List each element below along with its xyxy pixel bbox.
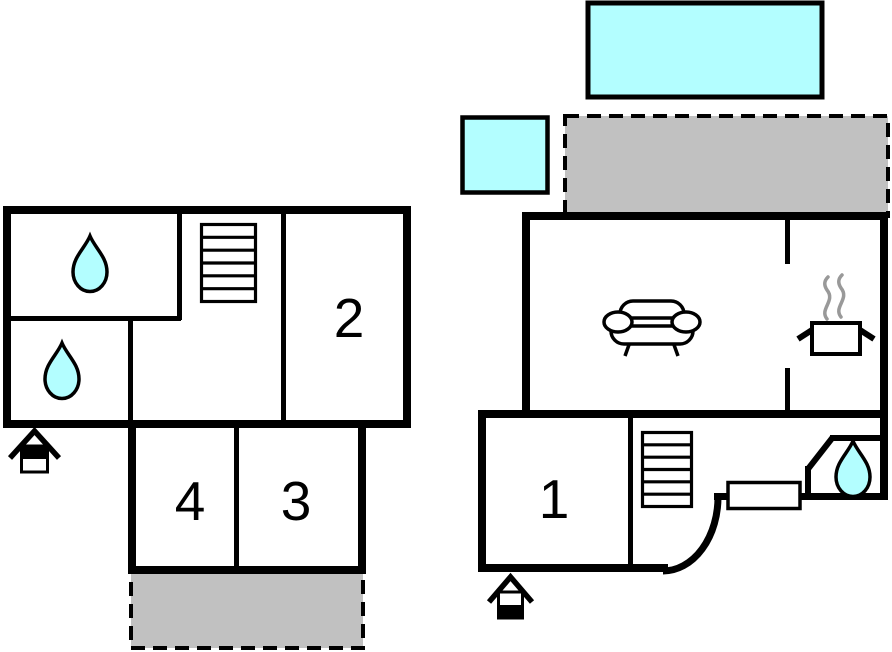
water-drop-icon	[834, 436, 872, 499]
wall-segment	[628, 418, 633, 568]
sofa-icon	[602, 299, 702, 357]
pot-handle	[858, 327, 876, 342]
wall-segment	[177, 210, 182, 320]
floor-plan-upper: 2 4 3	[3, 206, 411, 650]
wall-segment	[128, 316, 133, 424]
water-drop-icon	[43, 338, 81, 401]
walls-upper-plan	[3, 206, 411, 574]
terrace	[129, 568, 365, 650]
wall-segment	[3, 316, 181, 321]
steam-icon	[823, 273, 846, 321]
bathroom-diagonal-wall	[805, 435, 836, 471]
staircase-icon	[640, 430, 694, 509]
wall-segment	[785, 368, 790, 418]
room-label-3: 3	[281, 470, 312, 532]
entrance-house-roof	[7, 426, 62, 460]
entrance-icon	[486, 572, 535, 620]
entrance-house-fill	[498, 605, 523, 618]
sofa-armrest	[670, 310, 702, 334]
staircase-icon	[199, 222, 258, 304]
floor-plan-ground: 1	[460, 0, 890, 620]
wall-segment	[478, 564, 668, 572]
sofa-armrest	[602, 310, 634, 334]
pot-handle	[796, 327, 814, 342]
hot-tub	[460, 115, 550, 195]
curved-wall-arc	[662, 495, 722, 575]
terrace	[563, 114, 890, 218]
wall-segment	[522, 212, 888, 220]
entrance-house-roof	[486, 572, 535, 604]
pot-body	[810, 321, 862, 356]
wall-segment	[234, 424, 239, 570]
wall-segment	[805, 466, 811, 500]
wall-segment	[3, 420, 411, 428]
wall-segment	[281, 210, 286, 424]
room-label-2: 2	[334, 287, 365, 349]
wall-segment	[128, 420, 136, 574]
wall-segment	[128, 566, 366, 574]
wall-segment	[358, 420, 366, 574]
water-drop-icon	[71, 231, 109, 294]
wall-segment	[785, 212, 790, 264]
door	[726, 480, 802, 511]
steam-line	[837, 273, 846, 319]
room-label-4: 4	[175, 470, 206, 532]
wall-segment	[3, 206, 411, 214]
wall-segment	[403, 206, 411, 428]
room-label-1: 1	[539, 468, 570, 530]
pool	[585, 0, 825, 100]
wall-segment	[478, 410, 888, 418]
stove-pot-icon	[796, 273, 876, 356]
entrance-icon	[7, 426, 62, 474]
wall-segment	[880, 212, 888, 500]
steam-line	[823, 275, 832, 321]
wall-segment	[478, 410, 486, 572]
wall-segment	[522, 212, 530, 418]
entrance-house-fill	[21, 446, 48, 459]
wall-segment	[830, 435, 888, 441]
